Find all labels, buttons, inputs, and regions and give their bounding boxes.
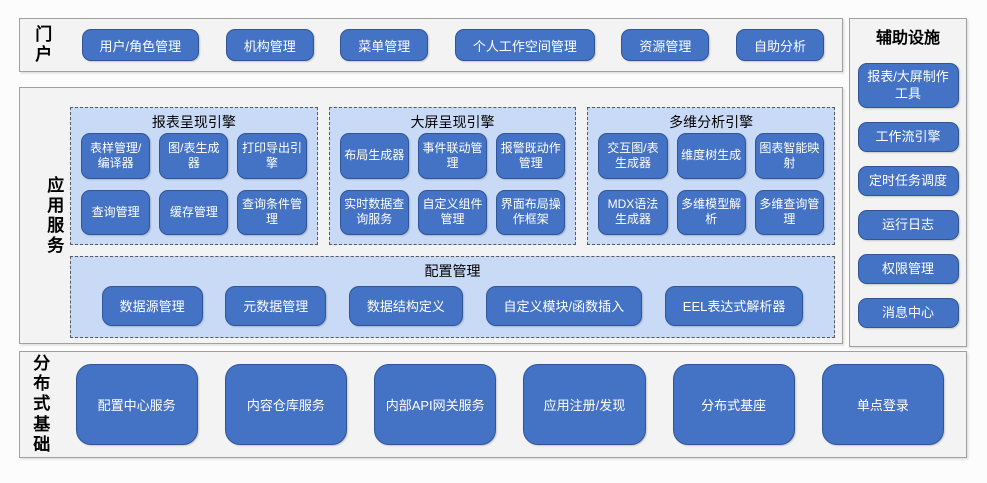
portal-node: 菜单管理	[340, 29, 429, 61]
group-bigscreen-engine: 大屏呈现引擎 布局生成器 事件联动管理 报警既动作管理 实时数据查询服务 自定义…	[328, 107, 577, 245]
dist-node: 单点登录	[821, 364, 945, 445]
portal-node: 用户/角色管理	[81, 29, 200, 61]
aux-node: 消息中心	[857, 298, 959, 328]
engine-node: 维度树生成	[676, 133, 746, 179]
dist-node: 内部API网关服务	[374, 364, 497, 445]
auxiliary-title: 辅助设施	[875, 30, 940, 47]
dist-node: 内容仓库服务	[224, 364, 348, 445]
engine-node: 事件联动管理	[417, 133, 488, 179]
config-node: 自定义模块/函数插入	[485, 285, 643, 326]
portal-section: 门户 用户/角色管理 机构管理 菜单管理 个人工作空间管理 资源管理 自助分析	[19, 18, 843, 72]
engine-node: 查询管理	[81, 189, 151, 235]
portal-node: 资源管理	[621, 29, 710, 61]
distributed-label: 分布式基础	[33, 354, 51, 454]
group-config-management: 配置管理 数据源管理 元数据管理 数据结构定义 自定义模块/函数插入 EEL表达…	[70, 256, 835, 338]
aux-node: 定时任务调度	[857, 166, 959, 196]
group-title: 大屏呈现引擎	[410, 114, 495, 130]
portal-node: 自助分析	[735, 29, 824, 61]
aux-node: 权限管理	[857, 254, 959, 284]
engine-node: 交互图/表生成器	[598, 133, 668, 179]
portal-node: 个人工作空间管理	[454, 29, 595, 61]
config-node: 数据源管理	[101, 285, 203, 326]
config-node: 元数据管理	[225, 285, 327, 326]
group-title: 报表呈现引擎	[151, 114, 236, 130]
aux-node: 工作流引擎	[857, 122, 959, 152]
engine-node: 报警既动作管理	[496, 133, 566, 179]
engine-groups-row: 报表呈现引擎 表样管理/编译器 图/表生成器 打印导出引擎 查询管理 缓存管理 …	[70, 107, 836, 245]
engine-node: 实时数据查询服务	[339, 189, 409, 235]
distributed-foundation-section: 分布式基础 配置中心服务 内容仓库服务 内部API网关服务 应用注册/发现 分布…	[19, 351, 967, 458]
portal-node-row: 用户/角色管理 机构管理 菜单管理 个人工作空间管理 资源管理 自助分析	[81, 29, 824, 61]
config-node: EEL表达式解析器	[664, 285, 804, 326]
engine-node: 图/表生成器	[159, 133, 229, 179]
group-title: 配置管理	[424, 263, 481, 279]
dist-node: 配置中心服务	[75, 364, 198, 445]
engine-node: 多维查询管理	[754, 189, 824, 235]
auxiliary-facilities-section: 辅助设施 报表/大屏制作工具 工作流引擎 定时任务调度 运行日志 权限管理 消息…	[849, 18, 967, 347]
dist-node: 分布式基座	[672, 364, 795, 445]
engine-node: 图表智能映射	[754, 133, 824, 179]
app-services-label: 应用服务	[47, 175, 65, 255]
portal-node: 机构管理	[225, 29, 314, 61]
dist-node: 应用注册/发现	[523, 364, 646, 445]
engine-node: 布局生成器	[339, 133, 409, 179]
distributed-node-row: 配置中心服务 内容仓库服务 内部API网关服务 应用注册/发现 分布式基座 单点…	[75, 364, 945, 445]
engine-node: 界面布局操作框架	[496, 189, 566, 235]
group-olap-engine: 多维分析引擎 交互图/表生成器 维度树生成 图表智能映射 MDX语法生成器 多维…	[587, 107, 836, 245]
engine-node: 缓存管理	[159, 189, 229, 235]
group-title: 多维分析引擎	[669, 114, 754, 130]
config-node: 数据结构定义	[348, 285, 463, 326]
app-services-section: 应用服务 报表呈现引擎 表样管理/编译器 图/表生成器 打印导出引擎 查询管理 …	[19, 87, 843, 344]
app-services-content: 报表呈现引擎 表样管理/编译器 图/表生成器 打印导出引擎 查询管理 缓存管理 …	[70, 107, 836, 338]
aux-node: 报表/大屏制作工具	[857, 63, 959, 108]
portal-label: 门户	[35, 24, 53, 64]
engine-node: 多维模型解析	[676, 189, 746, 235]
engine-node: 查询条件管理	[237, 189, 307, 235]
aux-node: 运行日志	[857, 210, 959, 240]
engine-node: 表样管理/编译器	[81, 133, 151, 179]
engine-node: 打印导出引擎	[237, 133, 307, 179]
engine-node: 自定义组件管理	[417, 189, 488, 235]
group-report-engine: 报表呈现引擎 表样管理/编译器 图/表生成器 打印导出引擎 查询管理 缓存管理 …	[70, 107, 318, 245]
engine-node: MDX语法生成器	[598, 189, 668, 235]
